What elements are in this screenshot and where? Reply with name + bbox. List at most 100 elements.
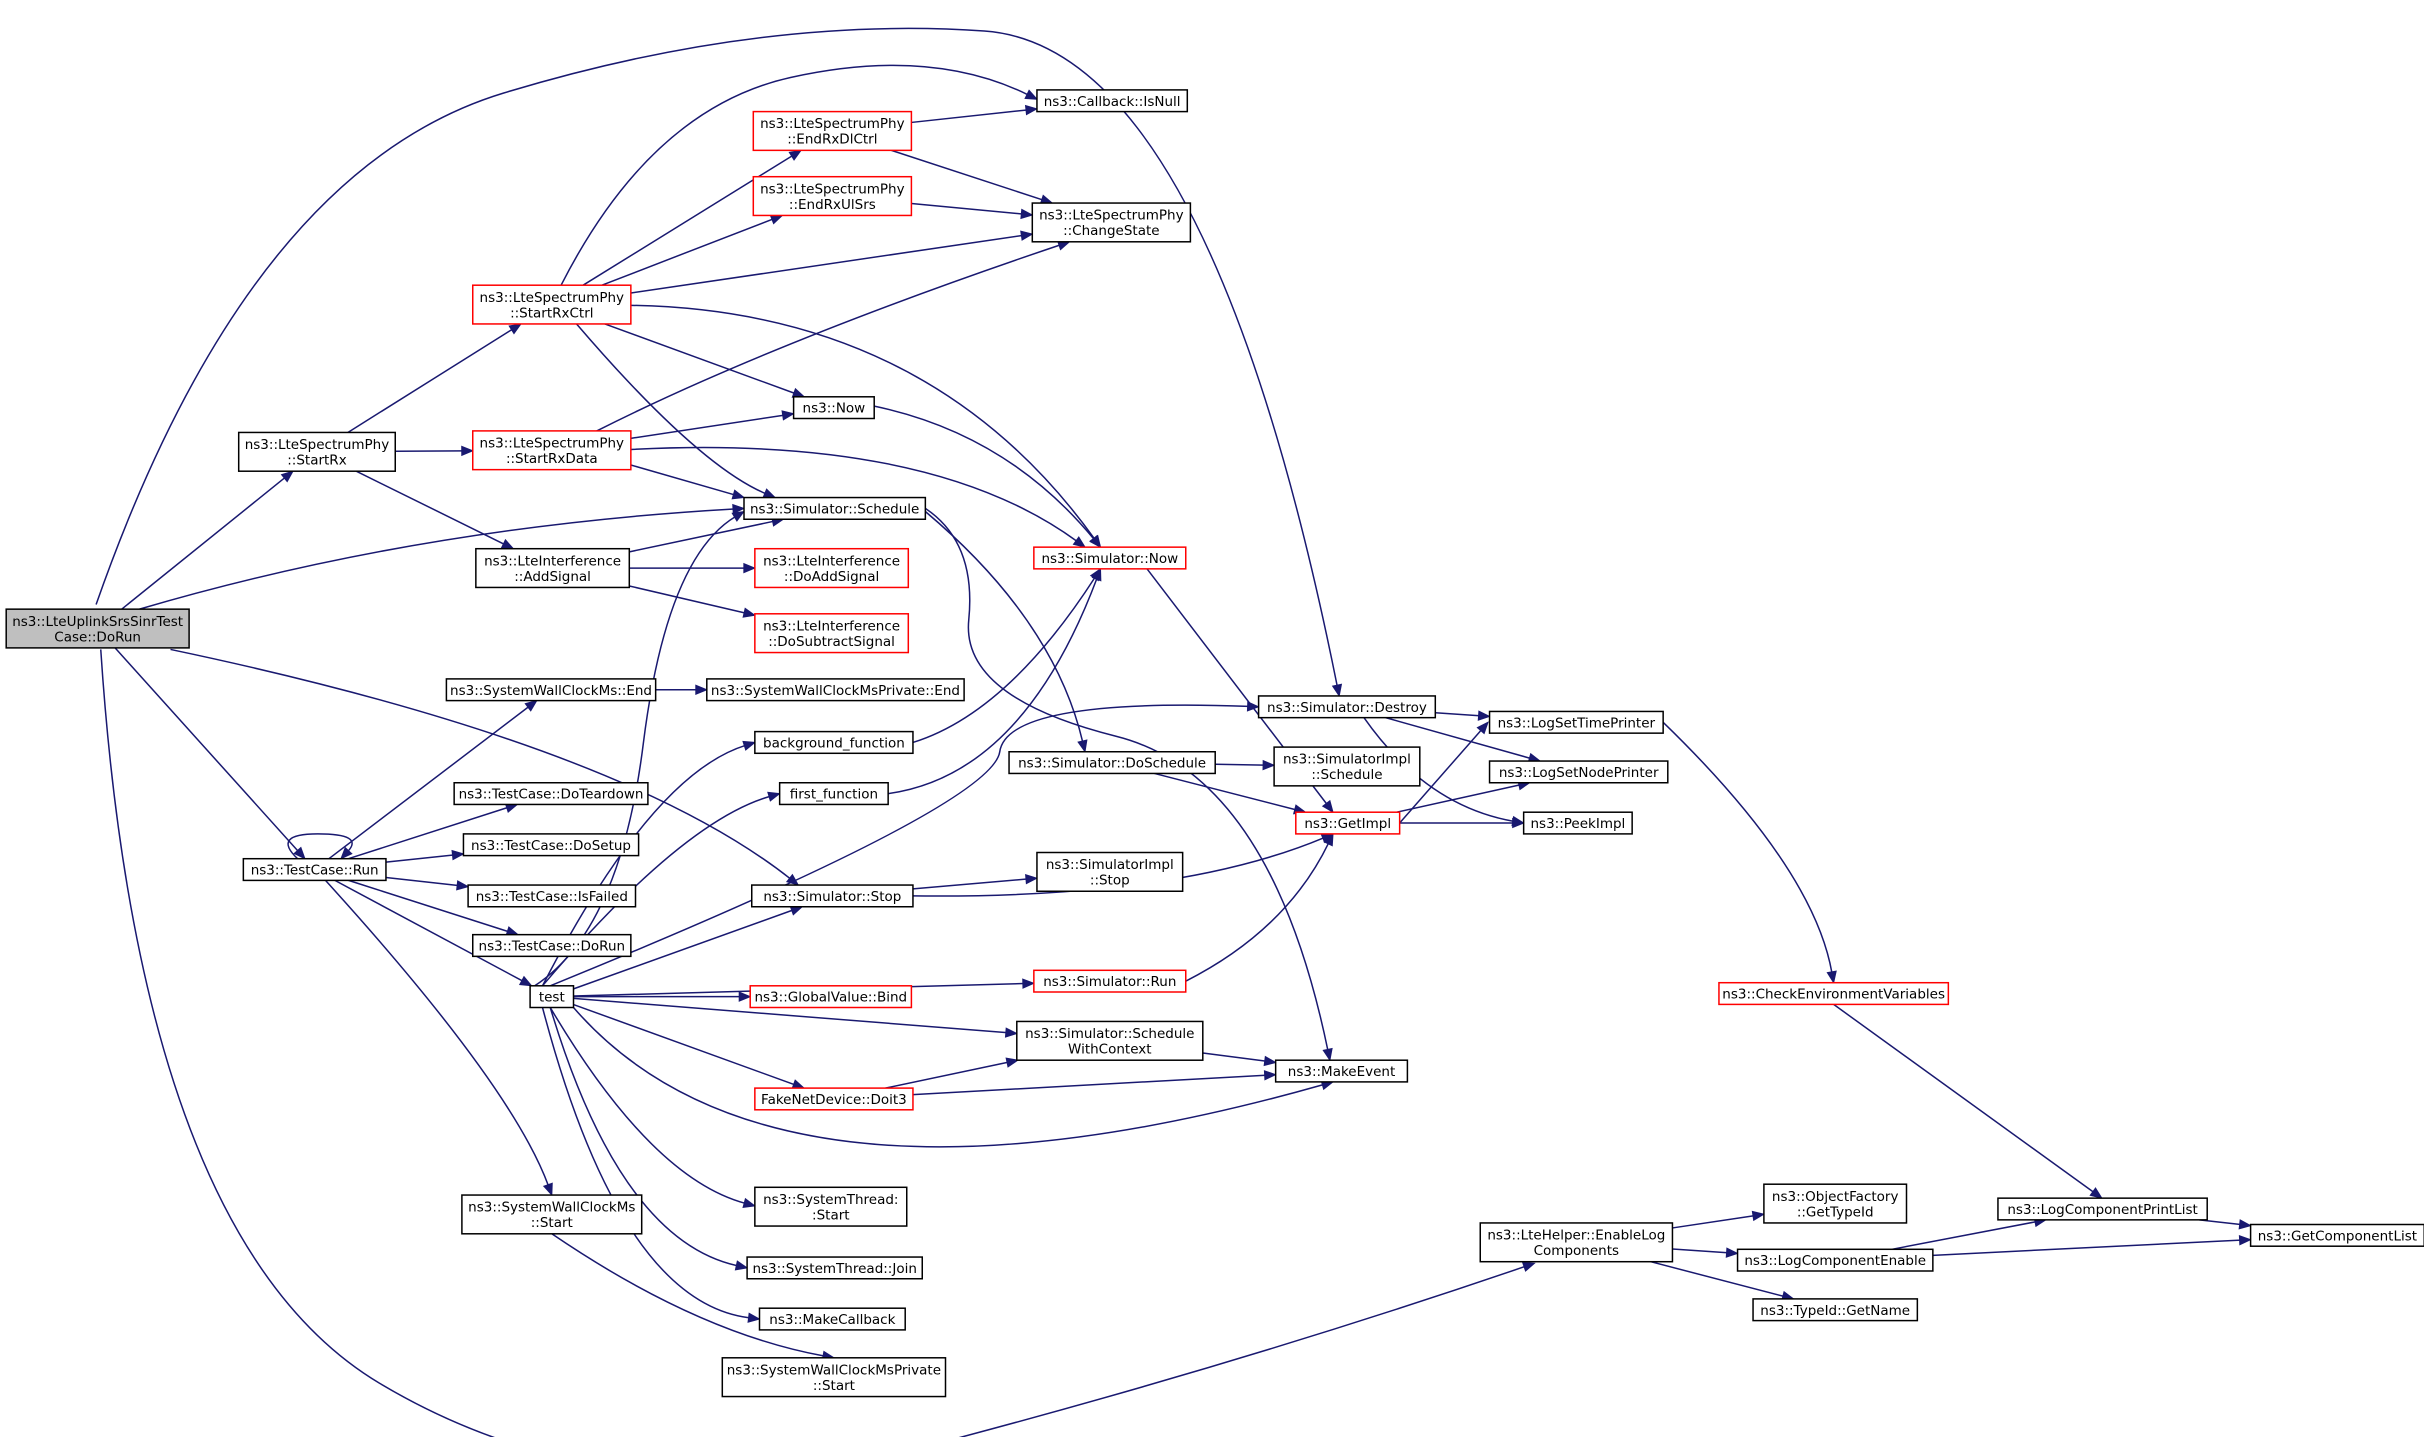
node-mkcb[interactable]: ns3::MakeCallback (758, 1307, 906, 1331)
node-lognode[interactable]: ns3::LogSetNodePrinter (1488, 760, 1669, 784)
node-bgfunc[interactable]: background_function (754, 730, 914, 755)
edge-swcend-to-swcpend (655, 684, 709, 695)
node-tcdorun[interactable]: ns3::TestCase::DoRun (472, 933, 632, 958)
node-gvbind[interactable]: ns3::GlobalValue::Bind (749, 985, 913, 1009)
node-label: ns3::LteSpectrumPhy (1039, 208, 1184, 224)
node-implstop[interactable]: ns3::SimulatorImpl::Stop (1036, 851, 1184, 892)
node-logtime[interactable]: ns3::LogSetTimePrinter (1488, 710, 1664, 734)
node-box (792, 396, 875, 420)
node-swcpstart[interactable]: ns3::SystemWallClockMsPrivate::Start (721, 1357, 947, 1398)
node-testrun[interactable]: ns3::TestCase::Run (242, 857, 387, 882)
node-box (754, 1186, 908, 1227)
node-logenable[interactable]: ns3::LogComponentEnable (1736, 1248, 1934, 1272)
node-printlist[interactable]: ns3::LogComponentPrintList (1997, 1197, 2208, 1221)
node-label: ns3::Simulator::Schedule (1025, 1026, 1194, 1042)
edge-checkenv-to-printlist (1833, 1003, 2103, 1199)
node-simstop[interactable]: ns3::Simulator::Stop (751, 884, 914, 908)
node-label: ns3::LteSpectrumPhy (245, 437, 390, 453)
node-dosched[interactable]: ns3::Simulator::DoSchedule (1008, 751, 1216, 775)
node-complist[interactable]: ns3::GetComponentList (2249, 1223, 2424, 1247)
node-label: ns3::LteInterference (763, 553, 900, 569)
node-schedule[interactable]: ns3::Simulator::Schedule (743, 496, 927, 520)
node-label: background_function (763, 735, 905, 751)
edge-bgfunc-to-simnow (912, 567, 1102, 744)
node-startrxctrl[interactable]: ns3::LteSpectrumPhy::StartRxCtrl (472, 284, 632, 325)
node-label: ::EndRxUlSrs (789, 197, 876, 213)
node-chstate[interactable]: ns3::LteSpectrumPhy::ChangeState (1031, 202, 1192, 243)
edge-startrxdata-to-schedule (630, 464, 746, 500)
node-teardown[interactable]: ns3::TestCase::DoTeardown (453, 782, 649, 806)
node-label: ns3::LteInterference (484, 553, 621, 569)
node-doit3[interactable]: FakeNetDevice::Doit3 (754, 1087, 914, 1111)
node-box (1274, 1059, 1409, 1083)
node-label: ns3::TestCase::DoRun (479, 939, 626, 955)
node-isnull[interactable]: ns3::Callback::IsNull (1036, 89, 1189, 113)
node-box (242, 857, 387, 882)
node-peek[interactable]: ns3::PeekImpl (1522, 811, 1633, 835)
edge-test-to-gvbind (573, 991, 752, 1002)
node-firstfunc[interactable]: first_function (778, 782, 889, 806)
node-box (706, 678, 965, 702)
node-swcpend[interactable]: ns3::SystemWallClockMsPrivate::End (706, 678, 965, 702)
edge-enablelog-to-logenable (1672, 1247, 1739, 1258)
node-label: ns3::Simulator::Now (1041, 551, 1178, 567)
node-label: ns3::GetComponentList (2258, 1228, 2417, 1244)
node-thjoin[interactable]: ns3::SystemThread::Join (746, 1256, 923, 1280)
node-box (453, 782, 649, 806)
edge-test-to-doit3 (573, 1003, 806, 1090)
node-label: ns3::TypeId::GetName (1760, 1303, 1910, 1319)
node-simnow[interactable]: ns3::Simulator::Now (1033, 546, 1187, 570)
node-checkenv[interactable]: ns3::CheckEnvironmentVariables (1718, 981, 1950, 1006)
edge-startrxctrl-to-endrxdl (582, 149, 803, 286)
node-label: ns3::PeekImpl (1530, 816, 1625, 832)
edge-startrx-to-addsignal (355, 470, 515, 550)
node-endrxdl[interactable]: ns3::LteSpectrumPhy::EndRxDlCtrl (752, 110, 913, 152)
edge-schedctx-to-mkevent (1202, 1052, 1277, 1067)
node-label: ns3::LteHelper::EnableLog (1487, 1228, 1665, 1244)
edge-doit3-to-mkevent (912, 1070, 1277, 1096)
node-simrun[interactable]: ns3::Simulator::Run (1033, 969, 1187, 993)
node-startrxdata[interactable]: ns3::LteSpectrumPhy::StartRxData (472, 430, 632, 471)
edge-root-to-destroy (95, 27, 1343, 698)
node-label: FakeNetDevice::Doit3 (761, 1092, 907, 1108)
node-swcend[interactable]: ns3::SystemWallClockMs::End (445, 678, 657, 702)
node-implsched[interactable]: ns3::SimulatorImpl::Schedule (1273, 746, 1421, 787)
node-swcstart[interactable]: ns3::SystemWallClockMs::Start (461, 1194, 643, 1235)
edge-startrx-to-startrxctrl (347, 323, 523, 434)
edge-test-to-simstop (573, 905, 804, 990)
node-mkevent[interactable]: ns3::MakeEvent (1274, 1059, 1409, 1083)
node-box (1488, 710, 1664, 734)
edge-schedule-to-mkevent (924, 507, 1333, 1062)
node-destroy[interactable]: ns3::Simulator::Destroy (1257, 695, 1437, 719)
node-doadd[interactable]: ns3::LteInterference::DoAddSignal (754, 547, 910, 589)
node-now[interactable]: ns3::Now (792, 396, 875, 420)
edge-root-to-enablelog (100, 649, 1536, 1437)
function-nodes: ns3::LteUplinkSrsSinrTestCase::DoRunns3:… (5, 89, 2424, 1398)
edge-endrxul-to-chstate (911, 202, 1034, 220)
edge-endrxdl-to-isnull (911, 104, 1039, 124)
node-setup[interactable]: ns3::TestCase::DoSetup (462, 833, 640, 857)
node-test[interactable]: test (529, 985, 575, 1009)
node-dosub[interactable]: ns3::LteInterference::DoSubtractSignal (754, 613, 910, 654)
node-gettypeid[interactable]: ns3::ObjectFactory::GetTypeId (1763, 1183, 1908, 1224)
edge-now-to-simnow (874, 405, 1102, 549)
node-label: ::Start (531, 1215, 573, 1231)
node-isfailed[interactable]: ns3::TestCase::IsFailed (467, 884, 637, 908)
node-addsignal[interactable]: ns3::LteInterference::AddSignal (475, 547, 631, 589)
node-box (237, 431, 396, 472)
node-box (472, 933, 632, 958)
node-typeidname[interactable]: ns3::TypeId::GetName (1752, 1298, 1919, 1322)
node-label: ns3::LogComponentEnable (1744, 1253, 1926, 1269)
node-label: ns3::Simulator::Destroy (1267, 700, 1427, 716)
node-label: ns3::MakeEvent (1288, 1064, 1396, 1080)
node-box (1008, 751, 1216, 775)
node-getimpl[interactable]: ns3::GetImpl (1295, 811, 1401, 835)
node-box (751, 884, 914, 908)
node-thstart[interactable]: ns3::SystemThread::Start (754, 1186, 908, 1227)
node-endrxul[interactable]: ns3::LteSpectrumPhy::EndRxUlSrs (752, 175, 913, 217)
node-startrx[interactable]: ns3::LteSpectrumPhy::StartRx (237, 431, 396, 472)
node-label: ::StartRx (287, 453, 346, 469)
